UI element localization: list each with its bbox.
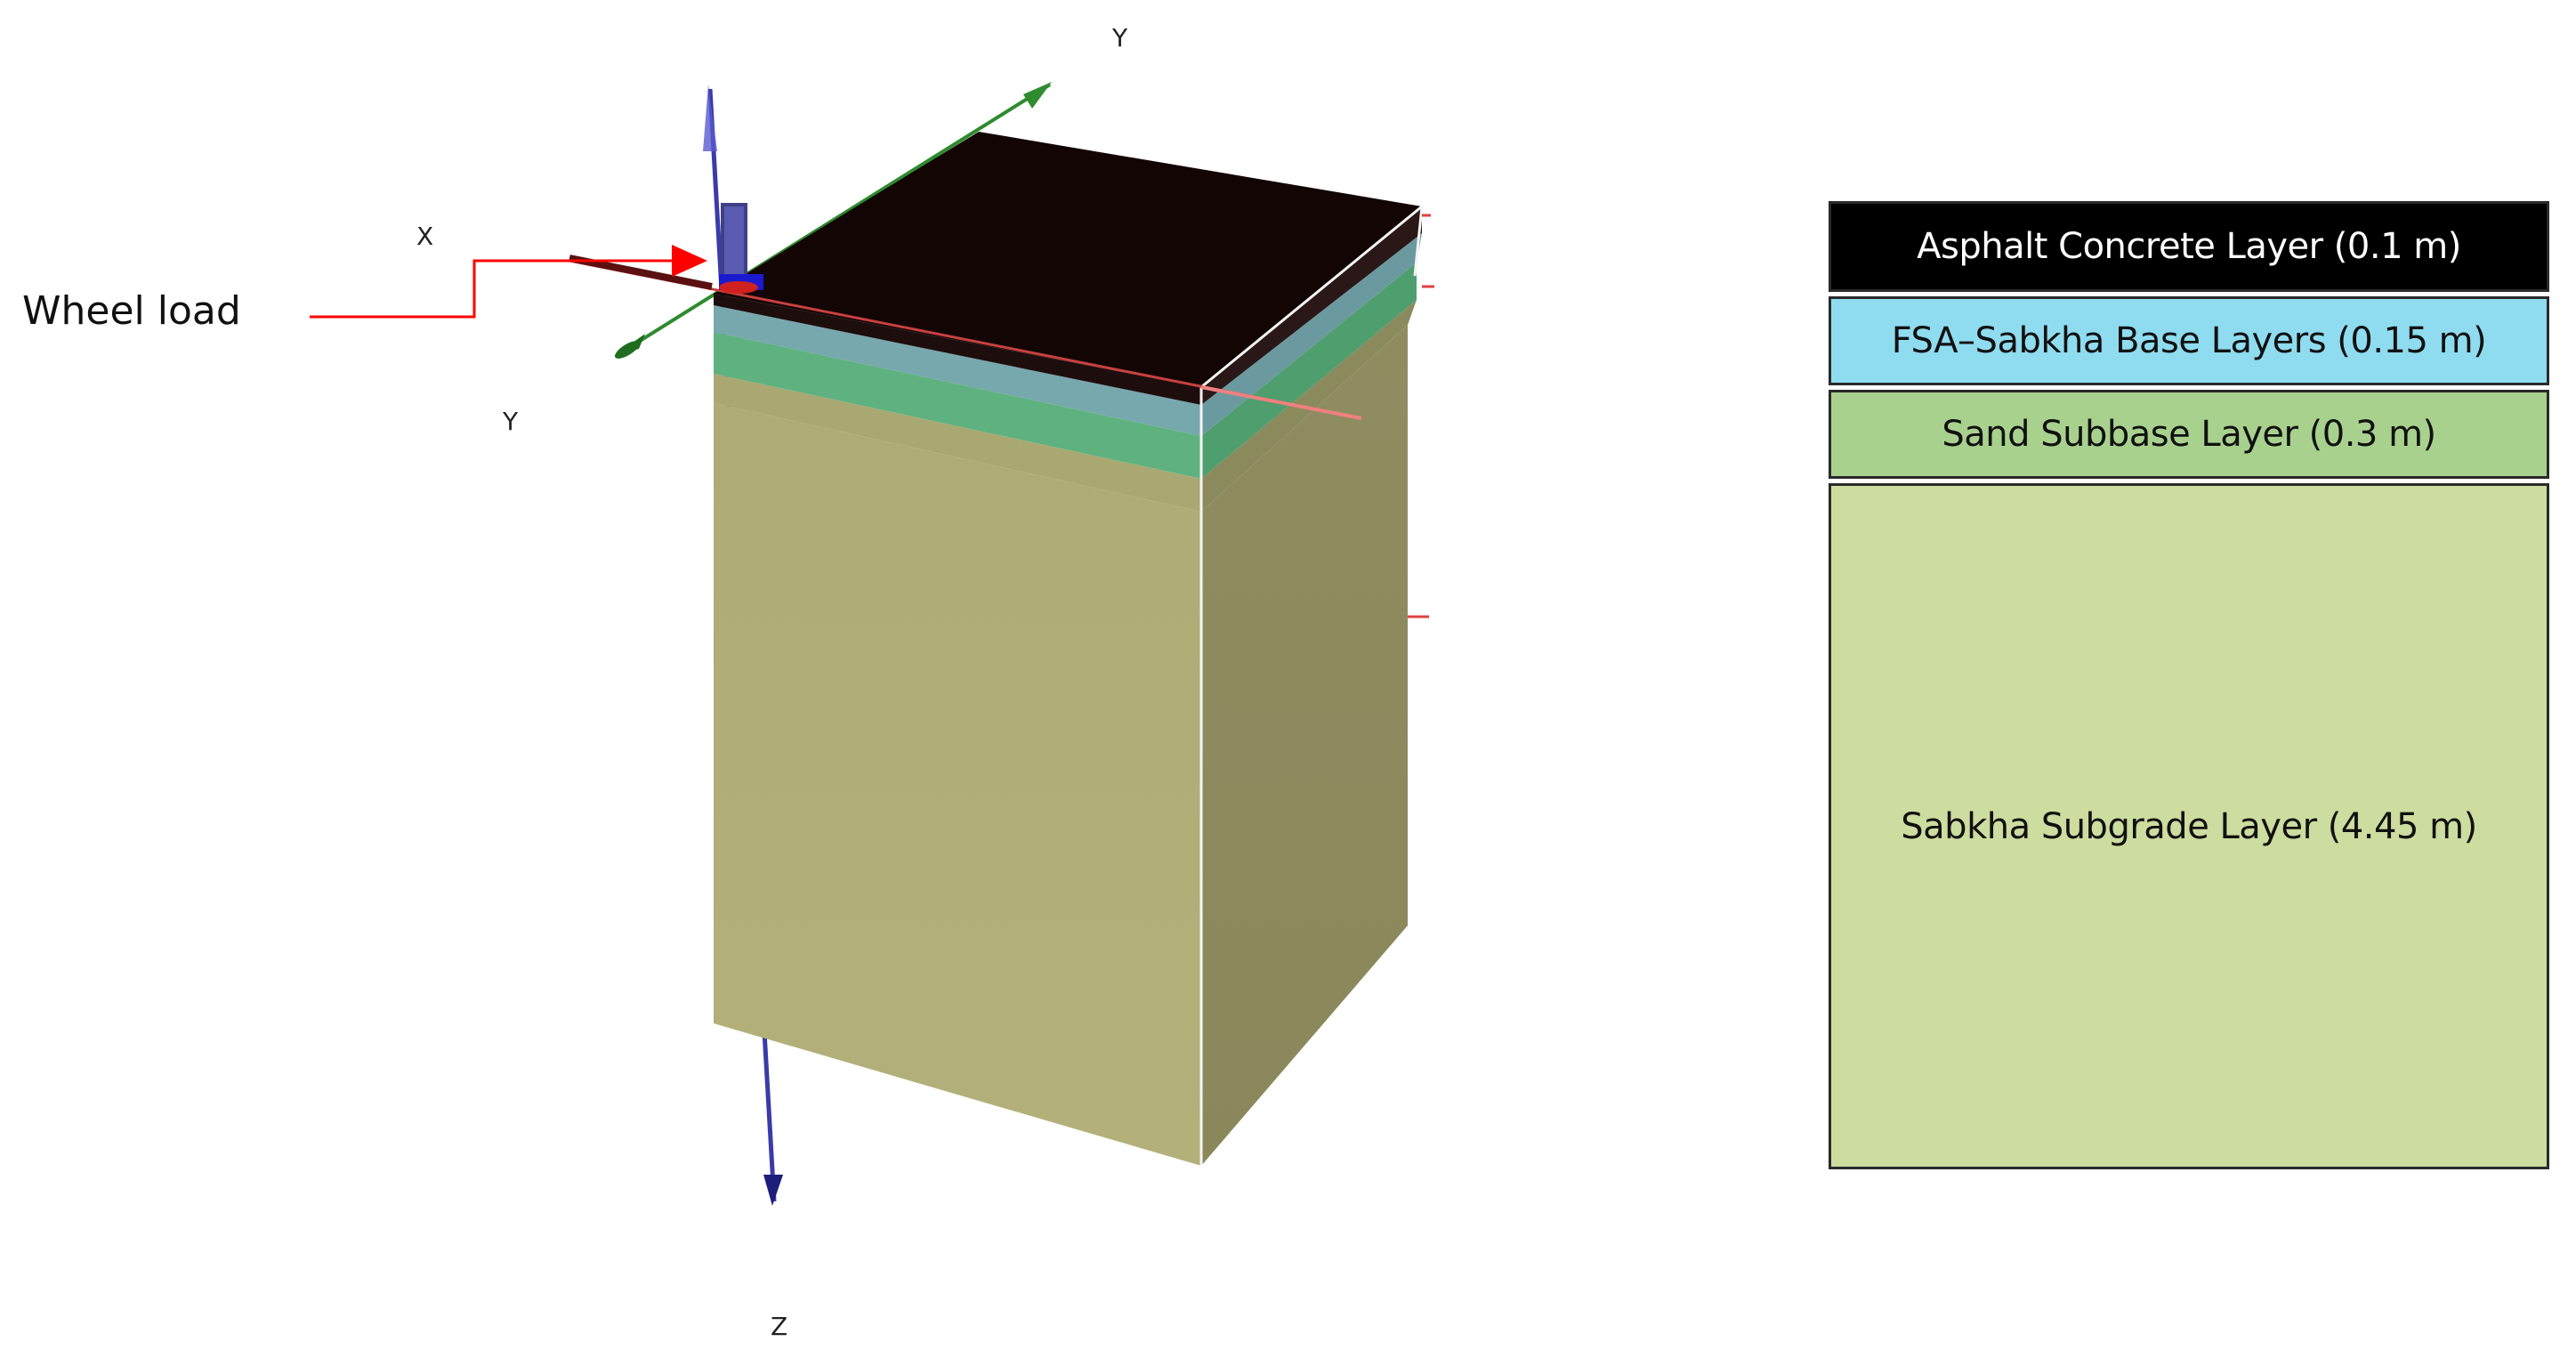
subgrade-front-face (714, 403, 1201, 1166)
subgrade-side-face (1201, 325, 1408, 1166)
subbase-side-face (1201, 263, 1417, 479)
wheel-load-callout-arrow (310, 245, 707, 319)
base-front-face (714, 305, 1201, 436)
wheel-load-marker (719, 203, 763, 294)
subgrade-top-strip-side (1201, 300, 1417, 512)
base-side-face (1201, 233, 1422, 436)
x-axis-red (569, 214, 1434, 618)
asphalt-top-face (714, 132, 1422, 387)
y-axis-green (614, 82, 1052, 359)
legend-subgrade-layer: Sabkha Subgrade Layer (4.45 m) (1829, 483, 2549, 1169)
legend-base-layer: FSA–Sabkha Base Layers (0.15 m) (1829, 296, 2549, 385)
axis-label-z: Z (771, 1312, 787, 1341)
asphalt-side-face (1201, 206, 1422, 405)
legend-asphalt-layer: Asphalt Concrete Layer (0.1 m) (1829, 201, 2549, 292)
subbase-front-face (714, 332, 1201, 479)
wheel-load-label: Wheel load (22, 288, 241, 334)
legend-subbase-layer: Sand Subbase Layer (0.3 m) (1829, 390, 2549, 479)
axis-label-x: X (416, 222, 433, 251)
axis-label-y-left: Y (502, 407, 519, 436)
axis-label-y-top: Y (1111, 23, 1128, 53)
subgrade-top-strip (714, 374, 1201, 512)
model-edges (1199, 205, 1424, 1166)
asphalt-front-face (714, 294, 1201, 405)
